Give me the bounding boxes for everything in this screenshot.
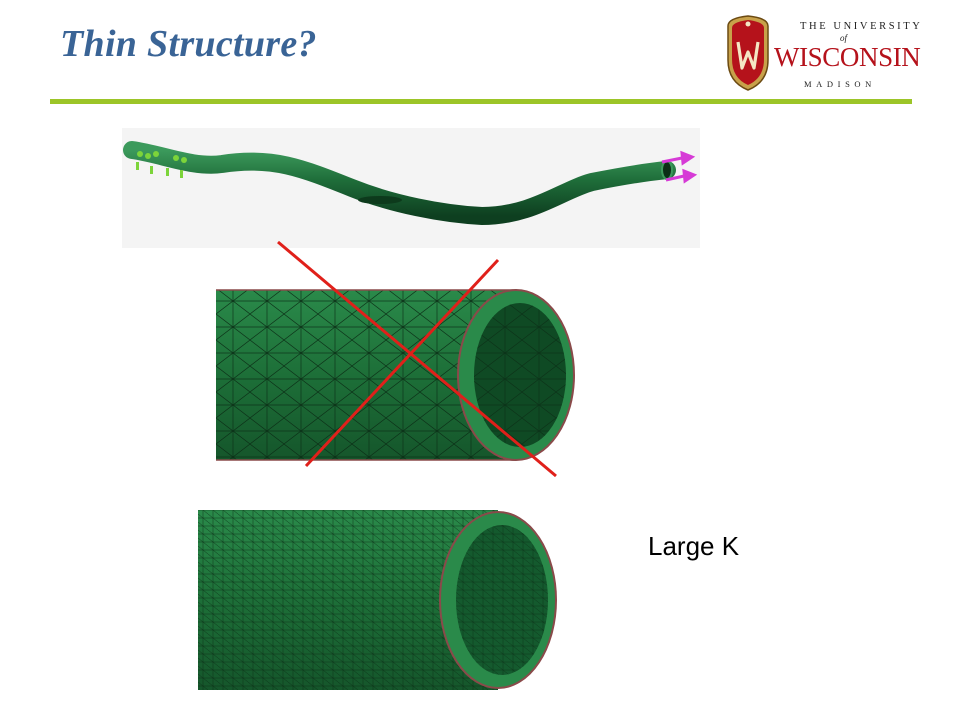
crest-icon	[727, 15, 769, 91]
load-arrows	[661, 150, 698, 184]
fine-mesh-figure	[198, 510, 557, 690]
logo-wordmark: THE UNIVERSITY of WISCONSIN MADISON	[774, 12, 921, 92]
logo-line-bottom: MADISON	[804, 79, 876, 89]
slide-title: Thin Structure?	[60, 23, 317, 65]
logo-line-top: THE UNIVERSITY	[800, 21, 923, 32]
large-k-label: Large K	[648, 531, 740, 561]
title-rule	[50, 99, 912, 104]
coarse-mesh-figure	[216, 289, 575, 461]
logo-line-of: of	[840, 33, 848, 43]
university-logo: THE UNIVERSITY of WISCONSIN MADISON	[724, 12, 921, 92]
logo-line-main: WISCONSIN	[774, 42, 921, 72]
pipe-model-figure	[122, 128, 700, 248]
fixed-support-markers	[136, 151, 187, 178]
